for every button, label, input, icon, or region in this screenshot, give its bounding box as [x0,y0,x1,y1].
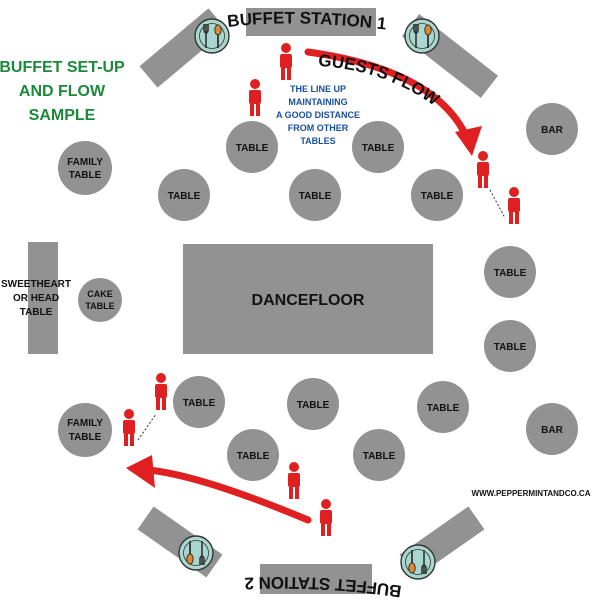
svg-text:BAR: BAR [541,425,563,436]
svg-text:TABLE: TABLE [421,191,454,202]
sweetheart-table [28,242,58,354]
svg-text:TABLE: TABLE [237,451,270,462]
cutlery-icon [194,18,230,54]
buffet-station-2-center [260,564,372,594]
table: TABLE [484,246,536,298]
table: TABLE [289,169,341,221]
distance-line [137,413,157,441]
family-table: FAMILY TABLE [58,403,112,457]
page-title-line-3: SAMPLE [29,107,96,124]
table: TABLE [173,376,225,428]
svg-text:CAKE: CAKE [87,289,113,299]
flow-note-line-2: MAINTAINING [288,97,347,107]
cutlery-icon [404,18,440,54]
svg-text:FAMILY: FAMILY [67,418,103,429]
page-title-line-2: AND FLOW [19,83,106,100]
flow-note-line-4: FROM OTHER [288,123,349,133]
person-icon [288,462,300,499]
table: TABLE [226,121,278,173]
svg-text:TABLE: TABLE [236,143,269,154]
sweetheart-table-label-1: SWEETHEART [1,279,71,290]
svg-text:TABLE: TABLE [85,301,114,311]
sweetheart-table-label-3: TABLE [20,307,53,318]
arrowhead-icon [126,455,155,488]
cutlery-icon [178,535,214,571]
table: TABLE [353,429,405,481]
table: TABLE [227,429,279,481]
svg-text:TABLE: TABLE [362,143,395,154]
flow-note-line-1: THE LINE UP [290,84,346,94]
table: TABLE [484,320,536,372]
svg-text:TABLE: TABLE [494,342,527,353]
bar-table: BAR [526,103,578,155]
person-icon [155,373,167,410]
flow-note-line-5: TABLES [300,136,335,146]
svg-text:TABLE: TABLE [183,398,216,409]
person-icon [320,499,332,536]
svg-text:TABLE: TABLE [363,451,396,462]
table: TABLE [352,121,404,173]
person-icon [249,79,261,116]
distance-line [489,189,506,219]
svg-text:FAMILY: FAMILY [67,157,103,168]
person-icon [508,187,520,224]
bar-table: BAR [526,403,578,455]
cake-table: CAKE TABLE [78,278,122,322]
dancefloor [183,244,433,354]
guests-flow-arrow-bottom [144,466,312,524]
flow-note-line-3: A GOOD DISTANCE [276,110,360,120]
svg-text:TABLE: TABLE [427,403,460,414]
family-table: FAMILY TABLE [58,141,112,195]
person-icon [123,409,135,446]
person-icon [280,43,292,80]
person-icon [477,151,489,188]
table: TABLE [411,169,463,221]
dancefloor-label: DANCEFLOOR [252,292,365,309]
svg-text:TABLE: TABLE [494,268,527,279]
svg-text:TABLE: TABLE [69,432,102,443]
arrowhead-icon [455,126,482,156]
guests-flow-arrow-top [304,48,472,144]
svg-text:TABLE: TABLE [299,191,332,202]
svg-text:TABLE: TABLE [168,191,201,202]
cutlery-icon [400,544,436,580]
svg-text:TABLE: TABLE [297,400,330,411]
table: TABLE [287,378,339,430]
buffet-station-1-center [246,8,376,36]
buffet-station-2-label: BUFFET STATION 2 [244,573,402,600]
sweetheart-table-label-2: OR HEAD [13,293,59,304]
page-title-line-1: BUFFET SET-UP [0,59,125,76]
website-url: WWW.PEPPERMINTANDCO.CA [472,489,591,498]
svg-text:TABLE: TABLE [69,170,102,181]
svg-text:BAR: BAR [541,125,563,136]
table: TABLE [158,169,210,221]
table: TABLE [417,381,469,433]
